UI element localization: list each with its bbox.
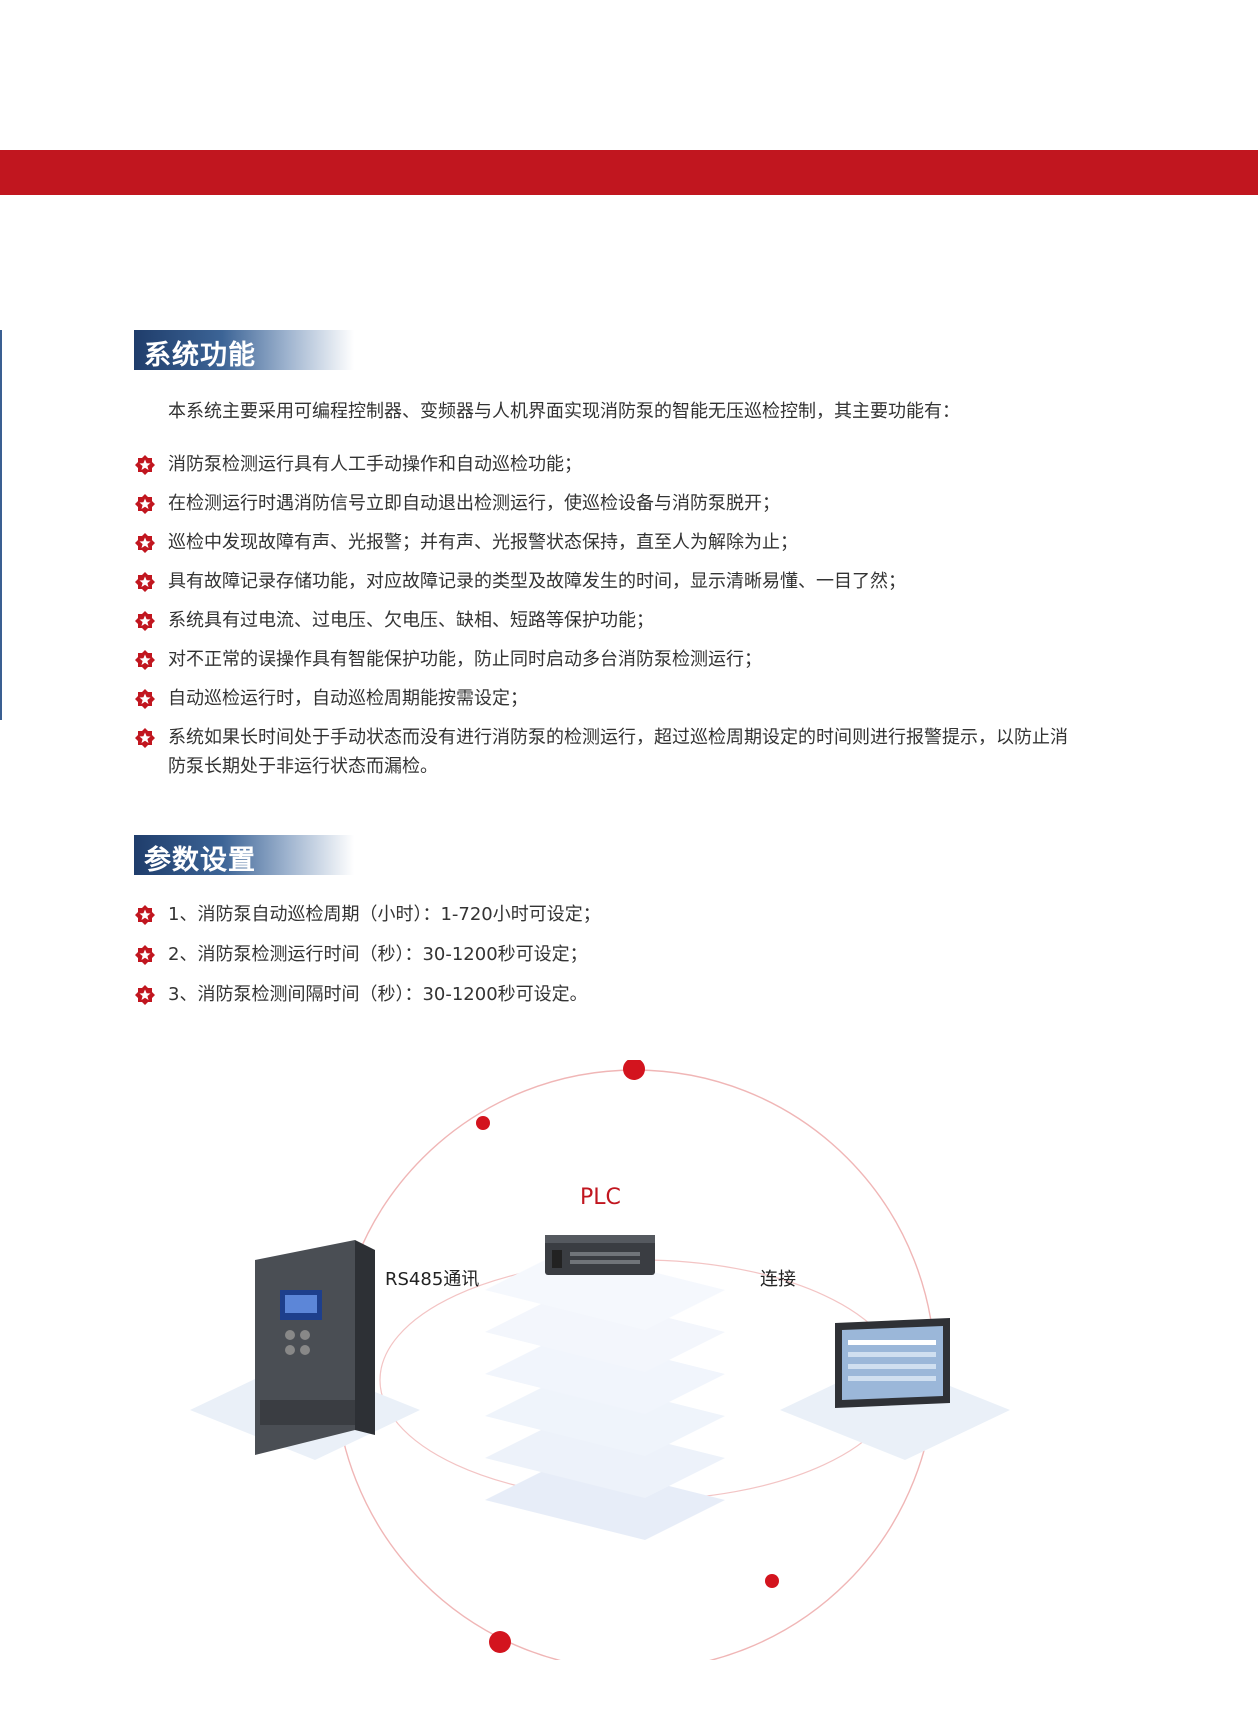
badge-bullet-icon xyxy=(135,689,155,709)
left-accent-line xyxy=(0,330,2,720)
section-title-text: 参数设置 xyxy=(144,845,256,876)
inverter-cabinet-icon xyxy=(255,1240,375,1455)
list-item: 在检测运行时遇消防信号立即自动退出检测运行，使巡检设备与消防泵脱开； xyxy=(134,489,1074,518)
system-diagram: PLC RS485通讯 连接 xyxy=(160,1058,1060,1671)
plc-label: PLC xyxy=(580,1185,621,1210)
orbit-dot xyxy=(765,1574,779,1588)
top-red-banner xyxy=(0,150,1258,195)
list-item: 3、消防泵检测间隔时间（秒）：30-1200秒可设定。 xyxy=(134,980,1074,1009)
badge-bullet-icon xyxy=(135,728,155,748)
badge-bullet-icon xyxy=(135,455,155,475)
list-item: 对不正常的误操作具有智能保护功能，防止同时启动多台消防泵检测运行； xyxy=(134,645,1074,674)
orbit-dot xyxy=(476,1116,490,1130)
badge-bullet-icon xyxy=(135,611,155,631)
badge-bullet-icon xyxy=(135,533,155,553)
function-list: 消防泵检测运行具有人工手动操作和自动巡检功能； 在检测运行时遇消防信号立即自动退… xyxy=(134,450,1074,781)
rs485-label: RS485通讯 xyxy=(385,1269,480,1290)
list-item: 系统如果长时间处于手动状态而没有进行消防泵的检测运行，超过巡检周期设定的时间则进… xyxy=(134,723,1074,781)
badge-bullet-icon xyxy=(135,945,155,965)
list-item: 消防泵检测运行具有人工手动操作和自动巡检功能； xyxy=(134,450,1074,479)
section-title-functions: 系统功能 xyxy=(134,330,354,371)
connection-label: 连接 xyxy=(760,1269,796,1290)
list-item: 2、消防泵检测运行时间（秒）：30-1200秒可设定； xyxy=(134,940,1074,969)
hmi-touchscreen-icon xyxy=(835,1318,950,1408)
list-item: 系统具有过电流、过电压、欠电压、缺相、短路等保护功能； xyxy=(134,606,1074,635)
badge-bullet-icon xyxy=(135,985,155,1005)
list-item: 1、消防泵自动巡检周期（小时）：1-720小时可设定； xyxy=(134,900,1074,929)
parameter-list: 1、消防泵自动巡检周期（小时）：1-720小时可设定； 2、消防泵检测运行时间（… xyxy=(134,900,1074,1009)
plc-device-icon xyxy=(545,1235,655,1275)
list-item: 自动巡检运行时，自动巡检周期能按需设定； xyxy=(134,684,1074,713)
list-item: 具有故障记录存储功能，对应故障记录的类型及故障发生的时间，显示清晰易懂、一目了然… xyxy=(134,567,1074,596)
diagram-graphics xyxy=(190,1058,1010,1671)
intro-text: 本系统主要采用可编程控制器、变频器与人机界面实现消防泵的智能无压巡检控制，其主要… xyxy=(168,401,960,422)
orbit-dot xyxy=(489,1631,511,1653)
stacked-platforms xyxy=(485,1250,725,1540)
section-title-text: 系统功能 xyxy=(144,340,256,371)
list-item: 巡检中发现故障有声、光报警；并有声、光报警状态保持，直至人为解除为止； xyxy=(134,528,1074,557)
badge-bullet-icon xyxy=(135,572,155,592)
section-title-parameters: 参数设置 xyxy=(134,835,354,876)
orbit-dot xyxy=(623,1058,645,1080)
badge-bullet-icon xyxy=(135,650,155,670)
badge-bullet-icon xyxy=(135,905,155,925)
badge-bullet-icon xyxy=(135,494,155,514)
